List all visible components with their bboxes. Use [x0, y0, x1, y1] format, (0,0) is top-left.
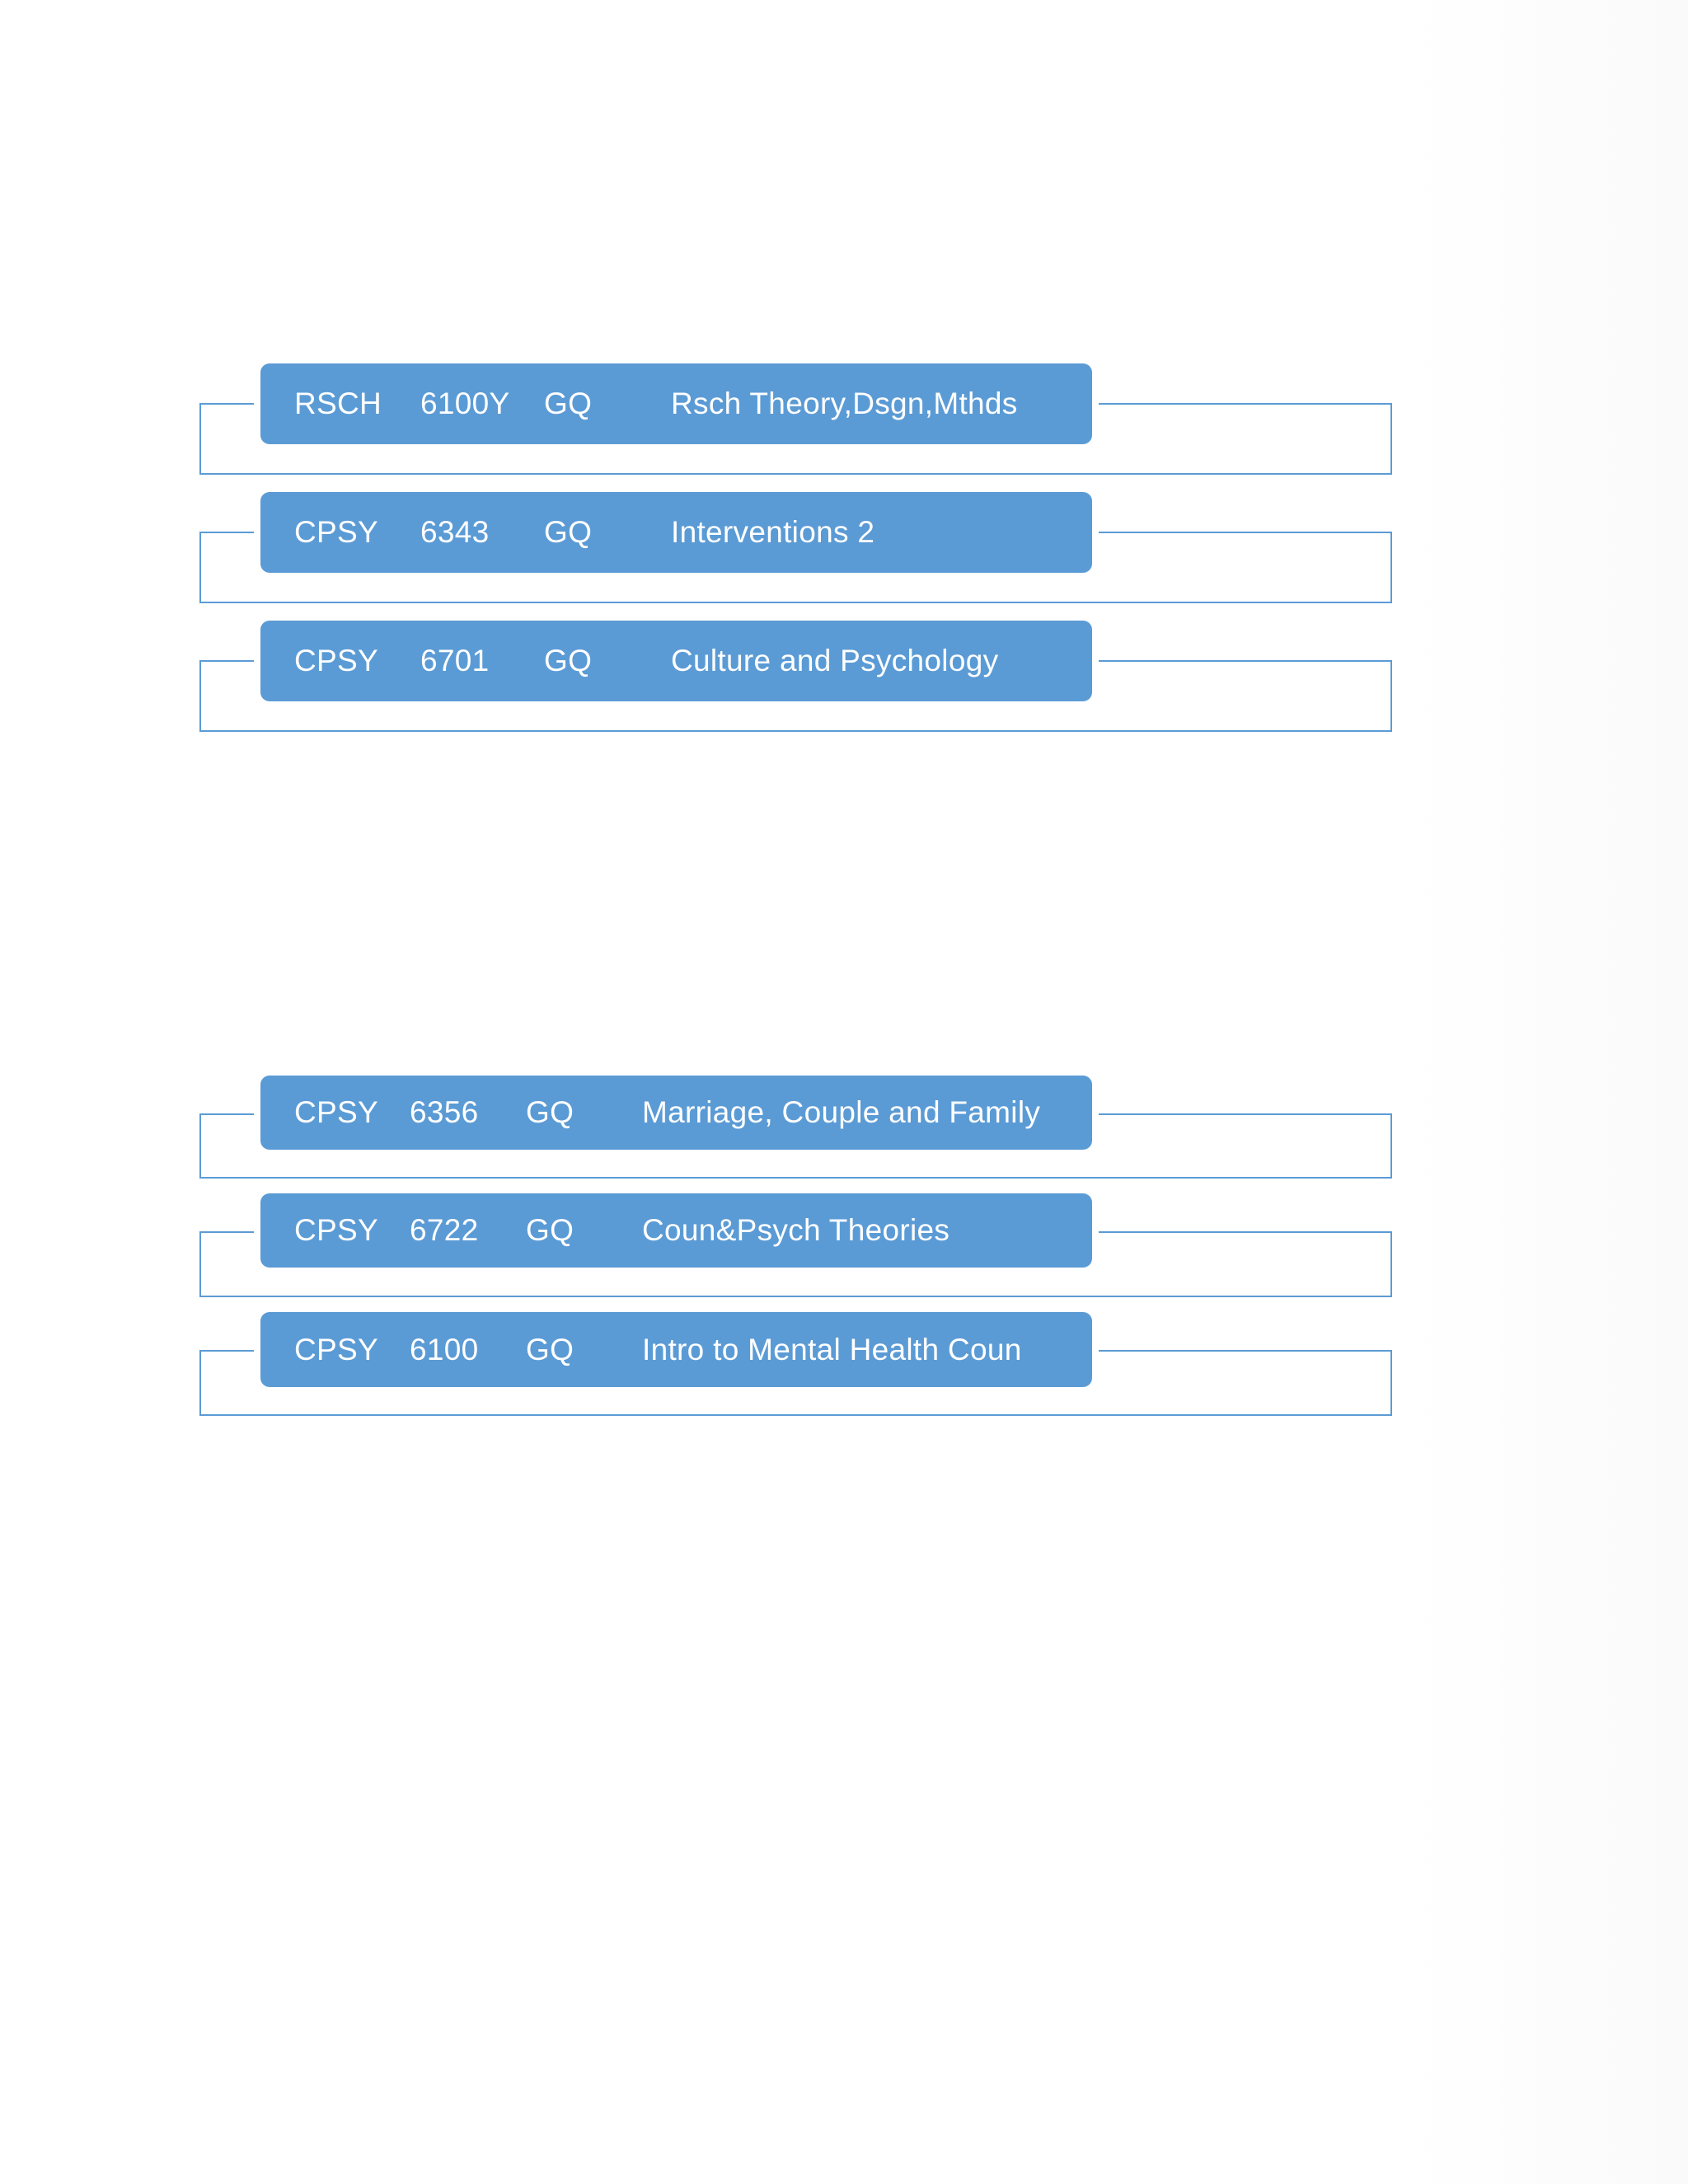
course-subject: CPSY — [294, 1212, 378, 1247]
course-title: Coun&Psych Theories — [642, 1212, 950, 1247]
course-label-box: CPSY 6343 GQ Interventions 2 — [260, 492, 1092, 573]
course-number: 6100 — [410, 1332, 479, 1366]
course-subject: CPSY — [294, 643, 378, 677]
course-label-box: RSCH 6100Y GQ Rsch Theory,Dsgn,Mthds — [260, 363, 1092, 444]
course-title: Culture and Psychology — [671, 643, 999, 677]
course-number: 6701 — [420, 643, 490, 677]
course-number: 6100Y — [420, 386, 510, 420]
course-row: CPSY 6701 GQ Culture and Psychology — [0, 0, 1688, 732]
course-label-box: CPSY 6356 GQ Marriage, Couple and Family — [260, 1076, 1092, 1150]
course-subject: RSCH — [294, 386, 382, 420]
course-section: GQ — [544, 514, 593, 549]
page-edge-shading — [1408, 0, 1688, 2184]
course-number: 6343 — [420, 514, 490, 549]
course-title: Marriage, Couple and Family — [642, 1094, 1041, 1129]
course-label-box: CPSY 6701 GQ Culture and Psychology — [260, 621, 1092, 701]
course-section: GQ — [544, 386, 593, 420]
course-section: GQ — [526, 1094, 574, 1129]
course-row: CPSY 6722 GQ Coun&Psych Theories — [0, 0, 1688, 1297]
course-section: GQ — [526, 1332, 574, 1366]
course-row: CPSY 6343 GQ Interventions 2 — [0, 0, 1688, 603]
course-section: GQ — [526, 1212, 574, 1247]
course-title: Rsch Theory,Dsgn,Mthds — [671, 386, 1018, 420]
course-subject: CPSY — [294, 1094, 378, 1129]
course-number: 6722 — [410, 1212, 479, 1247]
course-label-box: CPSY 6722 GQ Coun&Psych Theories — [260, 1193, 1092, 1268]
course-subject: CPSY — [294, 1332, 378, 1366]
course-section: GQ — [544, 643, 593, 677]
course-title: Interventions 2 — [671, 514, 875, 549]
course-row: CPSY 6356 GQ Marriage, Couple and Family — [0, 0, 1688, 1179]
course-label-box: CPSY 6100 GQ Intro to Mental Health Coun — [260, 1312, 1092, 1387]
course-subject: CPSY — [294, 514, 378, 549]
course-number: 6356 — [410, 1094, 479, 1129]
course-row: CPSY 6100 GQ Intro to Mental Health Coun — [0, 0, 1688, 1416]
course-title: Intro to Mental Health Coun — [642, 1332, 1022, 1366]
course-row: RSCH 6100Y GQ Rsch Theory,Dsgn,Mthds — [0, 0, 1688, 475]
